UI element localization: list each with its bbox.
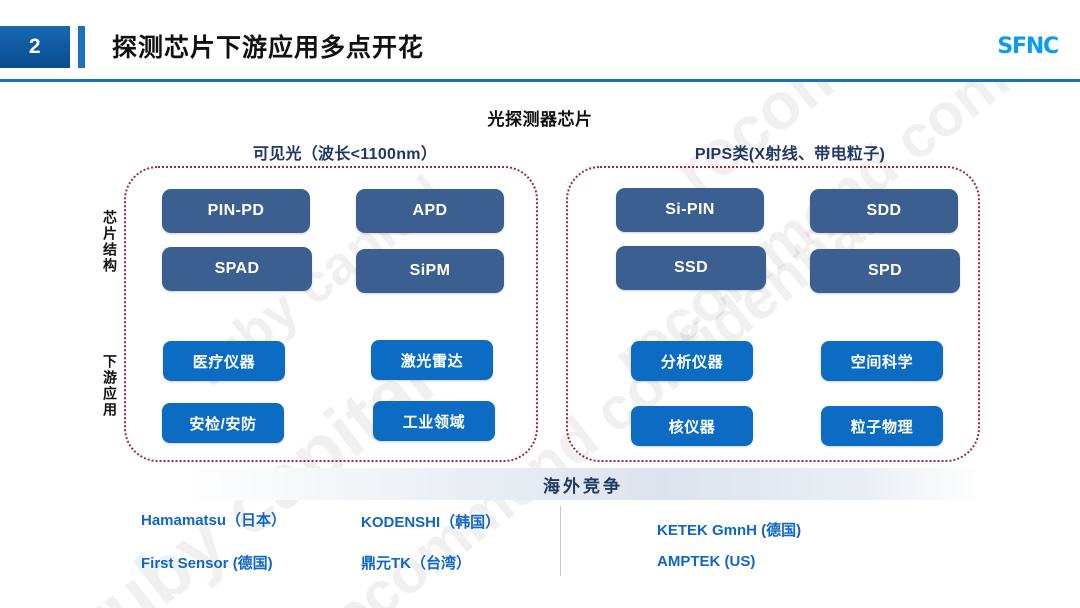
app-box-lidar[interactable]: 激光雷达 <box>371 340 493 380</box>
chip-box-pin-pd[interactable]: PIN-PD <box>162 189 310 233</box>
company-first-sensor: First Sensor (德国) <box>141 555 273 572</box>
chip-box-sdd[interactable]: SDD <box>810 189 958 233</box>
page-title: 探测芯片下游应用多点开花 <box>112 34 425 62</box>
company-ketek: KETEK GmnH (德国) <box>657 522 802 539</box>
chip-box-si-pin[interactable]: Si-PIN <box>616 188 764 232</box>
slide-header: 2 探测芯片下游应用多点开花 SFNC <box>0 0 1080 82</box>
page-number-badge: 2 <box>0 26 70 68</box>
company-dingyuan-tk: 鼎元TK（台湾） <box>361 555 471 572</box>
competition-divider <box>560 506 561 576</box>
chip-box-spad[interactable]: SPAD <box>162 247 312 291</box>
competition-label: 海外竞争 <box>543 477 623 496</box>
company-hamamatsu: Hamamatsu（日本） <box>141 512 287 529</box>
company-kodenshi: KODENSHI（韩国） <box>361 514 501 531</box>
brand-logo: SFNC <box>997 34 1059 59</box>
chip-box-apd[interactable]: APD <box>356 189 504 233</box>
app-box-particle-physics[interactable]: 粒子物理 <box>821 406 943 446</box>
chip-box-ssd[interactable]: SSD <box>616 246 766 290</box>
row-label-downstream-application: 下游应用 <box>102 354 118 418</box>
group-label-visible-light: 可见光（波长<1100nm） <box>252 146 438 163</box>
app-box-security-inspection[interactable]: 安检/安防 <box>162 403 284 443</box>
company-amptek: AMPTEK (US) <box>657 553 756 570</box>
header-accent-bar <box>78 26 85 68</box>
chip-box-sipm[interactable]: SiPM <box>356 249 504 293</box>
dashed-container-visible-light <box>124 166 538 462</box>
dashed-container-pips <box>566 166 980 462</box>
app-box-medical-instrument[interactable]: 医疗仪器 <box>163 341 285 381</box>
app-box-industrial-field[interactable]: 工业领域 <box>373 401 495 441</box>
group-label-pips: PIPS类(X射线、带电粒子) <box>694 146 886 163</box>
diagram-title: 光探测器芯片 <box>487 110 593 129</box>
app-box-nuclear-instrument[interactable]: 核仪器 <box>631 406 753 446</box>
app-box-analytical-instrument[interactable]: 分析仪器 <box>631 341 753 381</box>
competition-band <box>183 468 983 500</box>
chip-box-spd[interactable]: SPD <box>810 249 960 293</box>
app-box-space-science[interactable]: 空间科学 <box>821 341 943 381</box>
row-label-chip-structure: 芯片结构 <box>102 210 118 274</box>
header-divider <box>0 79 1080 82</box>
